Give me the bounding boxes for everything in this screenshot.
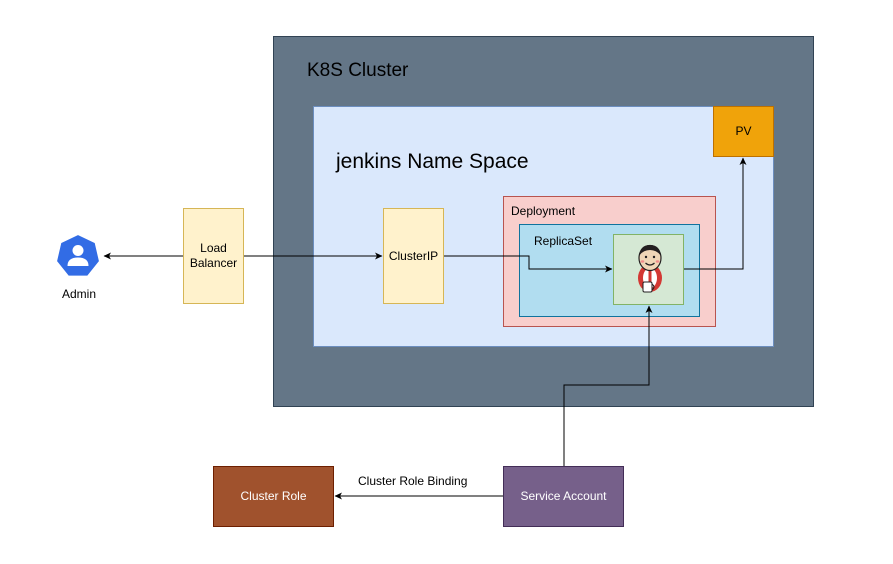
edge-clusterip-to-pod: [444, 255, 613, 273]
deployment-label: Deployment: [511, 204, 576, 218]
service-account-node[interactable]: Service Account: [503, 466, 624, 527]
replicaset-label: ReplicaSet: [534, 234, 593, 248]
service-account-label: Service Account: [520, 489, 607, 503]
load-balancer-label: Load Balancer: [189, 241, 238, 270]
jenkins-icon: [638, 244, 662, 293]
pv-label: PV: [735, 124, 752, 138]
edge-pod-to-pv: [684, 157, 747, 270]
cluster-ip-label: ClusterIP: [388, 248, 439, 263]
load-balancer-node[interactable]: Load Balancer: [183, 208, 244, 304]
edge-sa-to-pod: [563, 305, 653, 466]
admin-label: Admin: [62, 287, 97, 301]
cluster-role-binding-label: Cluster Role Binding: [358, 474, 468, 488]
cluster-role-node[interactable]: Cluster Role: [213, 466, 334, 527]
pv-node[interactable]: PV: [713, 106, 774, 157]
jenkins-pod-node[interactable]: [613, 234, 684, 305]
k8s-cluster-title: K8S Cluster: [307, 60, 409, 81]
cluster-role-label: Cluster Role: [240, 489, 307, 503]
user-icon[interactable]: [53, 232, 103, 282]
cluster-ip-node[interactable]: ClusterIP: [383, 208, 444, 304]
namespace-title: jenkins Name Space: [336, 150, 529, 173]
